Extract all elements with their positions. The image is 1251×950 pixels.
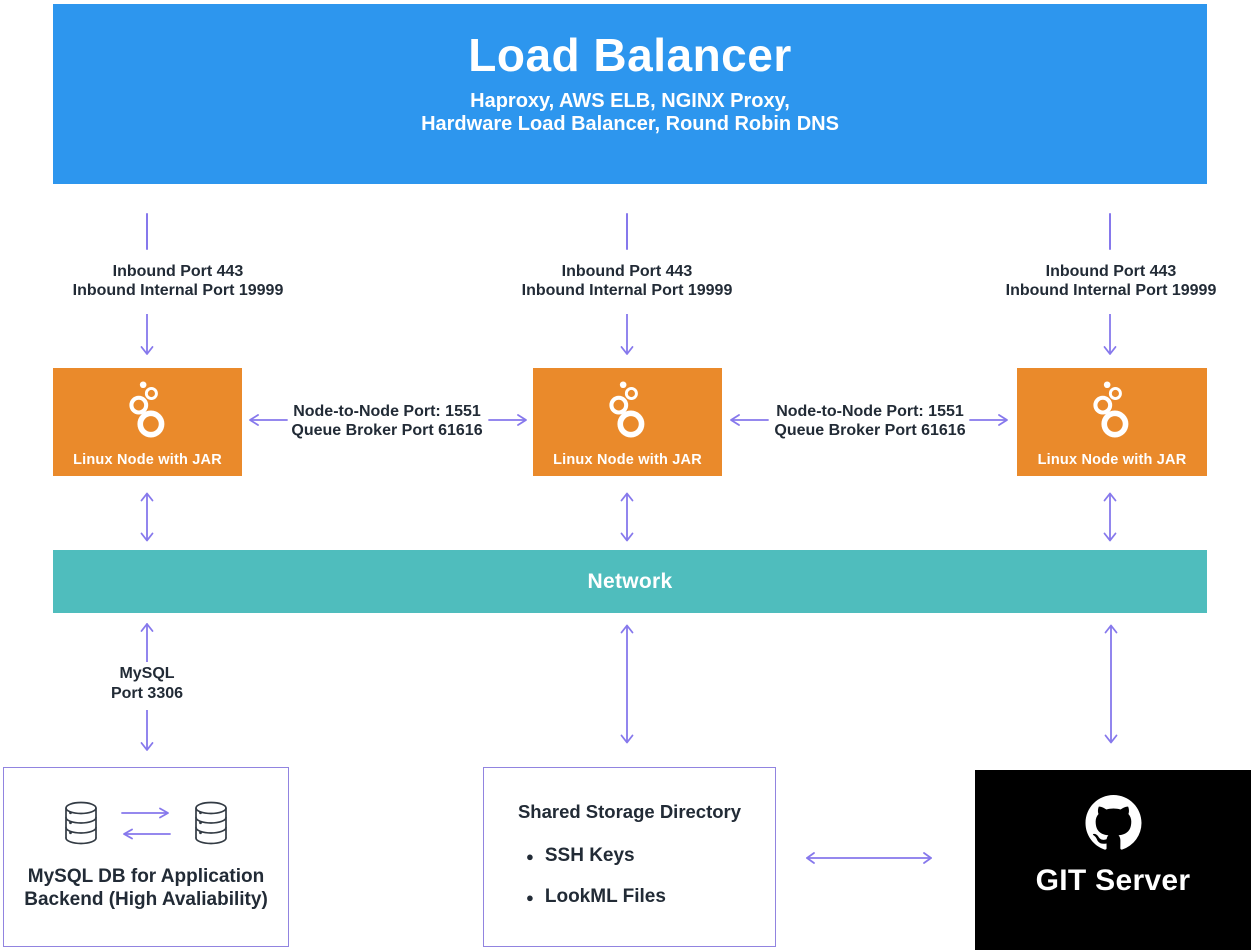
mysql-link-label-line1: MySQL — [119, 665, 175, 682]
mysql-db-label-line2: Backend (High Avaliability) — [24, 889, 268, 910]
shared-storage-box: Shared Storage Directory ● SSH Keys ● Lo… — [483, 767, 776, 947]
load-balancer-title: Load Balancer — [468, 29, 792, 81]
inbound-label-right: Inbound Port 443 Inbound Internal Port 1… — [966, 262, 1251, 300]
double-arrow-vertical-icon — [620, 492, 634, 542]
linux-node-label: Linux Node with JAR — [553, 452, 702, 468]
looker-icon — [128, 381, 164, 438]
connector-stem-left — [146, 213, 148, 250]
arrow-right-icon — [969, 414, 1008, 426]
network-bar: Network — [53, 550, 1207, 613]
inbound-label-middle: Inbound Port 443 Inbound Internal Port 1… — [482, 262, 772, 300]
bullet-icon: ● — [526, 848, 534, 864]
linux-node-right: Linux Node with JAR — [1017, 368, 1207, 476]
double-arrow-vertical-icon — [620, 624, 634, 744]
bullet-icon: ● — [526, 889, 534, 905]
arrow-down-icon — [620, 314, 634, 355]
list-item: ● LookML Files — [526, 886, 775, 908]
sync-arrow-right-icon — [121, 807, 169, 818]
database-icon — [65, 801, 97, 845]
node-link-label-right-line2: Queue Broker Port 61616 — [774, 422, 966, 439]
shared-storage-list: ● SSH Keys ● LookML Files — [526, 845, 775, 908]
double-arrow-vertical-icon — [1103, 492, 1117, 542]
inbound-label-left-line1: Inbound Port 443 — [112, 263, 244, 280]
linux-node-label: Linux Node with JAR — [1037, 452, 1187, 468]
load-balancer-box: Load Balancer Haproxy, AWS ELB, NGINX Pr… — [53, 4, 1207, 184]
mysql-link-label-line2: Port 3306 — [110, 685, 184, 702]
inbound-label-right-line1: Inbound Port 443 — [1045, 263, 1177, 280]
inbound-label-right-line2: Inbound Internal Port 19999 — [1005, 282, 1217, 299]
node-link-label-left: Node-to-Node Port: 1551 Queue Broker Por… — [287, 402, 487, 440]
node-link-label-right-line1: Node-to-Node Port: 1551 — [776, 403, 964, 420]
double-arrow-vertical-icon — [140, 492, 154, 542]
linux-node-label: Linux Node with JAR — [73, 452, 222, 468]
double-arrow-horizontal-icon — [806, 852, 932, 864]
sync-arrow-left-icon — [123, 828, 171, 839]
git-server-box: GIT Server — [975, 770, 1251, 950]
linux-node-left: Linux Node with JAR — [53, 368, 242, 476]
mysql-db-label-line1: MySQL DB for Application — [27, 866, 265, 887]
list-item: ● SSH Keys — [526, 845, 775, 867]
linux-node-middle: Linux Node with JAR — [533, 368, 722, 476]
arrow-up-icon — [140, 623, 154, 662]
git-server-label: GIT Server — [1035, 864, 1191, 897]
inbound-label-left-line2: Inbound Internal Port 19999 — [72, 282, 284, 299]
github-icon — [1085, 795, 1141, 850]
list-item-label: LookML Files — [544, 886, 666, 907]
inbound-label-middle-line1: Inbound Port 443 — [561, 263, 693, 280]
load-balancer-subtitle-line2: Hardware Load Balancer, Round Robin DNS — [421, 113, 839, 136]
arrow-left-icon — [249, 414, 288, 426]
mysql-link-label: MySQL Port 3306 — [57, 664, 237, 704]
node-link-label-right: Node-to-Node Port: 1551 Queue Broker Por… — [770, 402, 970, 440]
arrow-down-icon — [140, 710, 154, 751]
load-balancer-subtitle: Haproxy, AWS ELB, NGINX Proxy, Hardware … — [53, 90, 1207, 136]
arrow-down-icon — [1103, 314, 1117, 355]
inbound-label-left: Inbound Port 443 Inbound Internal Port 1… — [33, 262, 323, 300]
mysql-db-label: MySQL DB for Application Backend (High A… — [24, 865, 268, 911]
network-label: Network — [587, 570, 673, 593]
list-item-label: SSH Keys — [544, 845, 635, 866]
looker-icon — [608, 381, 644, 438]
connector-stem-middle — [626, 213, 628, 250]
shared-storage-title: Shared Storage Directory — [517, 801, 742, 822]
double-arrow-vertical-icon — [1104, 624, 1118, 744]
load-balancer-subtitle-line1: Haproxy, AWS ELB, NGINX Proxy, — [470, 90, 790, 113]
db-sync-arrows — [120, 807, 172, 840]
arrow-left-icon — [730, 414, 769, 426]
node-link-label-left-line1: Node-to-Node Port: 1551 — [293, 403, 481, 420]
looker-icon — [1093, 381, 1129, 438]
connector-stem-right — [1109, 213, 1111, 250]
arrow-right-icon — [488, 414, 527, 426]
node-link-label-left-line2: Queue Broker Port 61616 — [291, 422, 483, 439]
db-replication-row — [59, 800, 233, 846]
arrow-down-icon — [140, 314, 154, 355]
database-icon — [195, 801, 227, 845]
inbound-label-middle-line2: Inbound Internal Port 19999 — [521, 282, 733, 299]
mysql-db-box: MySQL DB for Application Backend (High A… — [3, 767, 289, 947]
